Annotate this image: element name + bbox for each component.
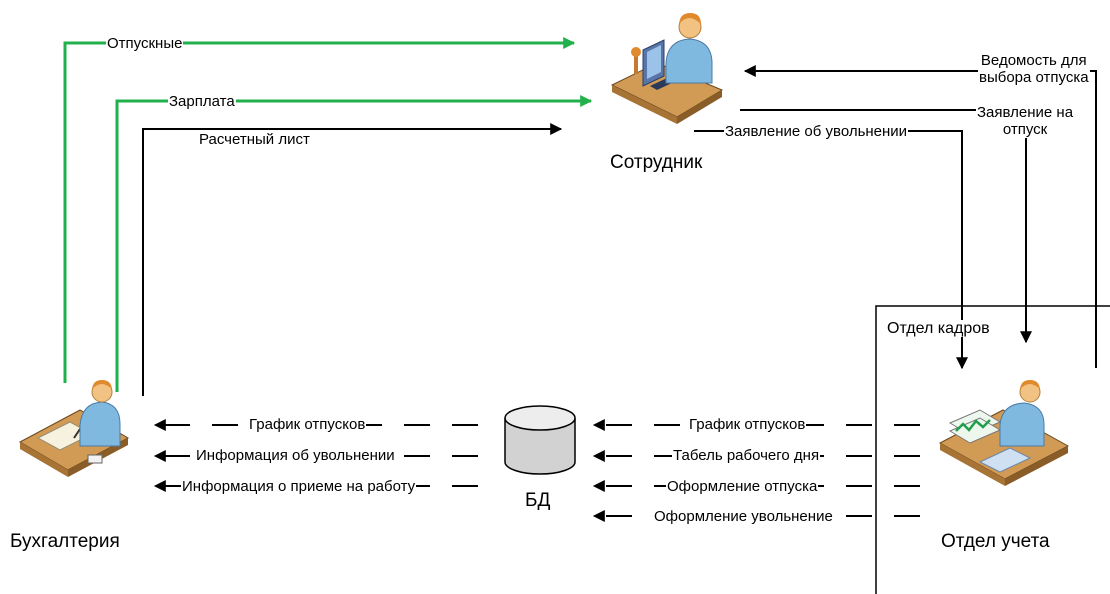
salary-arrow xyxy=(115,95,593,392)
employee-label: Сотрудник xyxy=(610,152,703,173)
records-dept-label: Отдел учета xyxy=(941,531,1050,552)
records-to-db-label-2: Табель рабочего дня xyxy=(672,447,821,464)
vacation-pay-arrow xyxy=(63,37,576,383)
pay-slip-label: Расчетный лист xyxy=(198,131,311,148)
hr-department-frame xyxy=(875,305,1110,594)
salary-label: Зарплата xyxy=(168,93,236,110)
vacation-pay-label: Отпускные xyxy=(106,35,184,52)
accounting-label: Бухгалтерия xyxy=(10,531,120,552)
employee-computer-icon xyxy=(610,13,724,124)
hr-department-label: Отдел кадров xyxy=(886,320,991,337)
records-to-db-arrows xyxy=(592,419,920,522)
vacation-request-line-1: Заявление на xyxy=(977,104,1074,121)
db-to-accounting-label-1: График отпусков xyxy=(248,416,367,433)
db-to-accounting-label-3: Информация о приеме на работу xyxy=(181,478,417,495)
pay-slip-arrow xyxy=(142,123,563,396)
vacation-request-label: Заявление на отпуск xyxy=(976,104,1075,138)
records-clerk-icon xyxy=(938,380,1070,486)
records-to-db-label-4: Оформление увольнение xyxy=(653,508,834,525)
database-label: БД xyxy=(525,490,551,511)
vacation-selection-sheet-line-2: выбора отпуска xyxy=(979,69,1089,86)
dismissal-request-label: Заявление об увольнении xyxy=(724,123,909,140)
database-icon xyxy=(504,405,576,475)
vacation-request-arrow xyxy=(740,109,1032,344)
records-to-db-label-3: Оформление отпуска xyxy=(666,478,819,495)
vacation-selection-sheet-arrow xyxy=(743,65,1097,368)
vacation-request-line-2: отпуск xyxy=(1002,121,1048,138)
records-to-db-label-1: График отпусков xyxy=(688,416,807,433)
vacation-selection-sheet-label: Ведомость для выбора отпуска xyxy=(978,52,1090,86)
accounting-clerk-icon xyxy=(18,380,130,477)
vacation-selection-sheet-line-1: Ведомость для xyxy=(980,52,1087,69)
db-to-accounting-label-2: Информация об увольнении xyxy=(195,447,396,464)
